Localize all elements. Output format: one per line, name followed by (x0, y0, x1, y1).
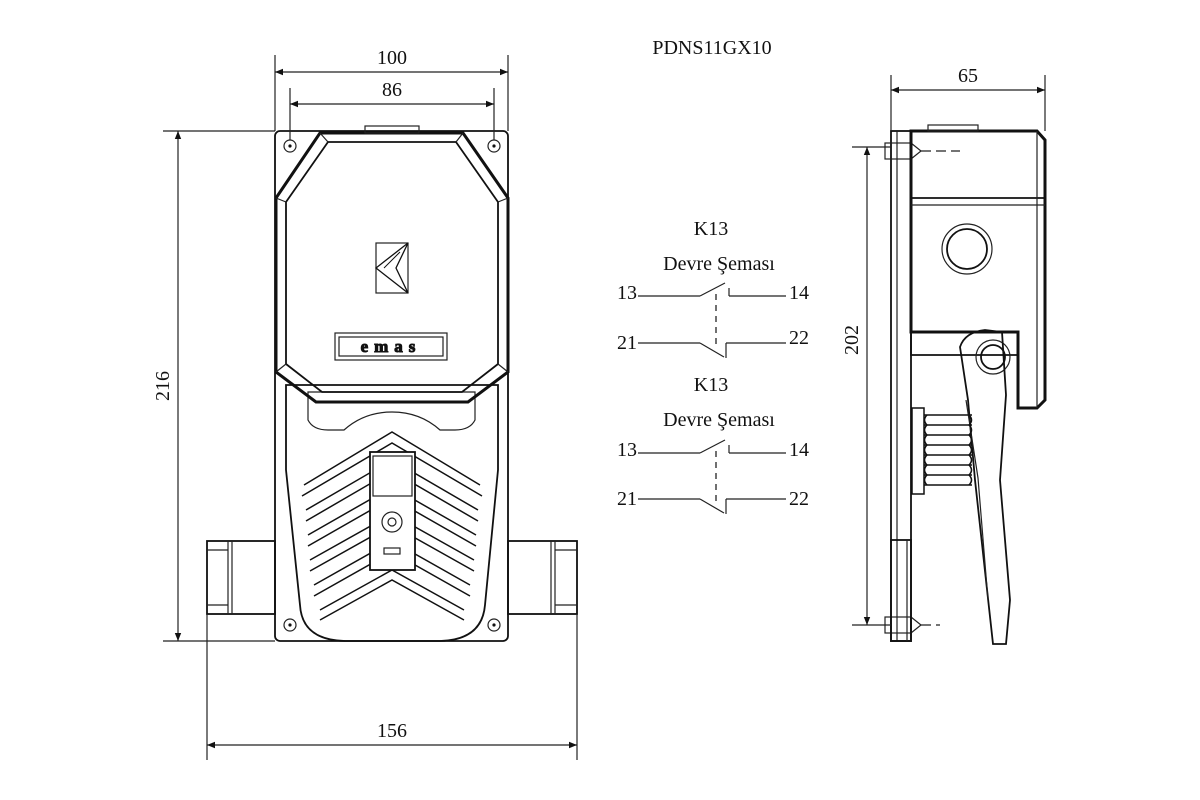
top-cable-gland (364, 125, 420, 134)
side-view: 65 202 (841, 65, 1047, 645)
side-screw-bottom (884, 616, 940, 634)
svg-text:22: 22 (789, 488, 809, 510)
side-hinge-block (910, 331, 1019, 356)
dimension-hole-spacing: 86 (289, 79, 495, 140)
circuit-subtitle: Devre Şeması (663, 253, 775, 275)
pedal-hinge-recess (307, 391, 476, 431)
dimension-side-height: 202 (841, 146, 891, 626)
circuit-diagram-1: K13 Devre Şeması 13 14 21 22 (617, 218, 809, 358)
mounting-hole-top-right (487, 139, 501, 153)
svg-text:14: 14 (789, 282, 809, 304)
svg-text:86: 86 (382, 79, 402, 101)
side-base-plate (890, 130, 912, 642)
mounting-hole-bottom-right (487, 618, 501, 632)
side-pedal-lever (959, 329, 1011, 645)
dimension-overall-width: 100 (274, 47, 509, 131)
model-title: PDNS11GX10 (652, 37, 771, 59)
right-conduit-fitting (507, 540, 578, 615)
side-conduit-entry (941, 223, 993, 275)
brand-emblem-icon (374, 242, 409, 294)
side-spring (911, 407, 973, 495)
svg-text:156: 156 (377, 720, 407, 742)
circuit-title: K13 (694, 374, 728, 396)
side-top-gland (927, 124, 979, 132)
circuit-title: K13 (694, 218, 728, 240)
side-lower-guard (890, 539, 912, 642)
side-hinge-pin (975, 339, 1011, 375)
svg-text:14: 14 (789, 439, 809, 461)
brand-logo-text: emas (361, 337, 422, 356)
side-housing (909, 129, 1047, 410)
svg-text:216: 216 (152, 371, 174, 401)
svg-text:65: 65 (958, 65, 978, 87)
svg-text:22: 22 (789, 327, 809, 349)
upper-cover-outer (274, 131, 510, 404)
circuit-subtitle: Devre Şeması (663, 409, 775, 431)
center-latch (369, 451, 416, 571)
circuit-diagram-2: K13 Devre Şeması 13 14 21 22 (617, 374, 809, 514)
upper-cover-inner (285, 141, 499, 393)
svg-text:13: 13 (617, 282, 637, 304)
svg-text:13: 13 (617, 439, 637, 461)
dimension-height: 216 (152, 130, 275, 642)
pedal-cover (285, 384, 499, 642)
brand-logo: emas (334, 332, 448, 361)
mounting-hole-top-left (283, 139, 297, 153)
side-screw-top (884, 142, 960, 160)
dimension-side-width: 65 (890, 65, 1046, 131)
svg-text:202: 202 (841, 325, 863, 355)
dimension-conduit-width: 156 (206, 614, 578, 760)
svg-text:21: 21 (617, 488, 637, 510)
svg-text:100: 100 (377, 47, 407, 69)
front-view: emas 100 86 216 156 (152, 47, 578, 760)
svg-text:21: 21 (617, 332, 637, 354)
left-conduit-fitting (206, 540, 276, 615)
mounting-hole-bottom-left (283, 618, 297, 632)
